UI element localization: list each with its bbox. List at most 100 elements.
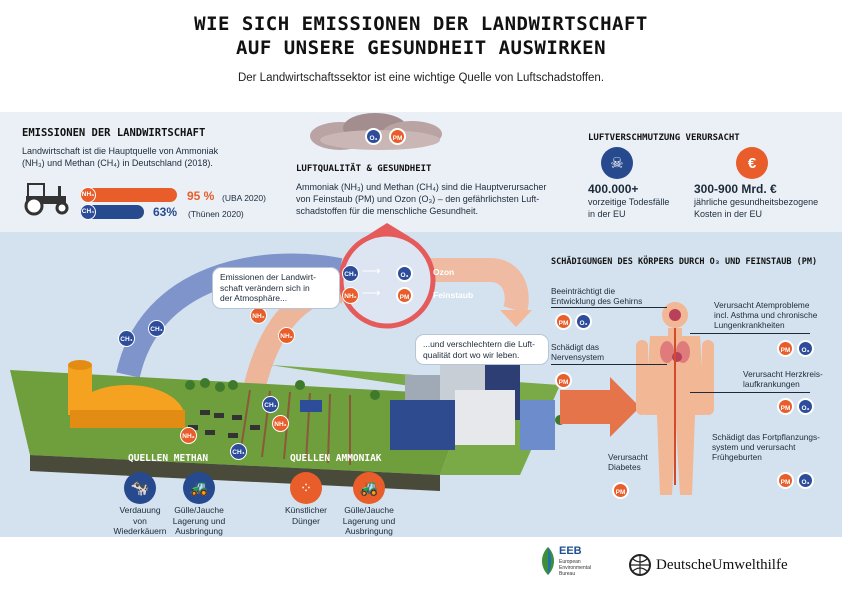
tractor-icon: 🚜 <box>183 472 215 504</box>
damage-reproduction-line-3: Frühgeburten <box>712 452 762 462</box>
title-line-2: AUF UNSERE GESUNDHEIT AUSWIRKEN <box>235 37 607 59</box>
deaths-line-2: in der EU <box>588 209 626 219</box>
sky-ch4-chip-1: CH₄ <box>118 330 135 347</box>
deaths-text: vorzeitige Todesfälle in der EU <box>588 196 669 220</box>
eeb-line-3: Bureau <box>559 571 576 577</box>
nh3-bar <box>80 188 177 202</box>
damage-heart: Verursacht Herzkreis- laufkrankungen <box>743 369 823 389</box>
ch4-percent: 63% <box>153 205 178 219</box>
damage-nerves-line-2: Nervensystem <box>551 352 605 362</box>
o3-chip: O₃ <box>575 313 592 330</box>
atmosphere-callout-line-1: Emissionen der Landwirt- <box>220 272 316 282</box>
cloud-pm-chip: PM <box>389 128 406 145</box>
damage-diabetes-line-1: Verursacht <box>608 452 648 462</box>
methane-arc <box>116 253 343 378</box>
damage-lungs-leader <box>690 333 810 334</box>
ch4-chip: CH₄ <box>80 204 96 220</box>
eeb-logo-icon <box>542 547 554 575</box>
damage-reproduction: Schädigt das Fortpflanzungs- system und … <box>712 432 820 462</box>
damage-diabetes-line-2: Diabetes <box>608 462 641 472</box>
source-fertilizer-line-2: Dünger <box>292 515 320 526</box>
deaths-value: 400.000+ <box>588 182 639 196</box>
eeb-subtitle: European Environmental Bureau <box>559 559 591 577</box>
air-quality-line-1: Ammoniak (NH₃) und Methan (CH₄) sind die… <box>296 182 547 192</box>
ch4-source: (Thünen 2020) <box>188 209 244 219</box>
air-quality-heading: LUFTQUALITÄT & GESUNDHEIT <box>296 164 432 174</box>
cow-icon: 🐄 <box>124 472 156 504</box>
source-digestion-line-2: von <box>133 515 147 526</box>
nh3-source: (UBA 2020) <box>222 193 266 203</box>
damage-nerves-leader <box>551 364 667 365</box>
pm-chip: PM <box>612 482 629 499</box>
title-line-1: WIE SICH EMISSIONEN DER LANDWIRTSCHAFT <box>194 13 648 35</box>
source-manure-ammonia-line-3: Ausbringung <box>345 526 393 536</box>
damage-reproduction-chips: PM O₃ <box>777 472 814 489</box>
sky-nh3-chip-4: NH₃ <box>180 427 197 444</box>
o3-chip: O₃ <box>797 340 814 357</box>
source-digestion-line-1: Verdauung <box>119 505 161 515</box>
emissions-text-line-1: Landwirtschaft ist die Hauptquelle von A… <box>22 146 219 156</box>
damage-heart-chips: PM O₃ <box>777 398 814 415</box>
air-quality-text: Ammoniak (NH₃) und Methan (CH₄) sind die… <box>296 181 556 217</box>
transformation-circle <box>338 231 436 329</box>
source-manure-methane-line-2: Lagerung und <box>172 515 226 526</box>
damage-lungs: Verursacht Atemprobleme incl. Asthma und… <box>714 300 817 330</box>
damage-heading: SCHÄDIGUNGEN DES KÖRPERS DURCH O₃ UND FE… <box>551 257 818 267</box>
sky-nh3-chip-3: NH₃ <box>272 415 289 432</box>
duh-logo-icon <box>629 554 651 576</box>
transform-pm-label: Feinstaub <box>433 290 474 300</box>
atmosphere-callout-line-3: der Atmosphäre... <box>220 293 288 303</box>
o3-chip: O₃ <box>797 398 814 415</box>
tractor-icon: 🚜 <box>353 472 385 504</box>
deaths-line-1: vorzeitige Todesfälle <box>588 197 670 207</box>
atmosphere-callout-line-2: schaft verändern sich in <box>220 282 310 293</box>
ammonia-sources-label: QUELLEN AMMONIAK <box>290 453 382 464</box>
damage-brain-line-1: Beeinträchtigt die <box>551 286 616 296</box>
source-manure-ammonia-line-1: Gülle/Jauche <box>344 505 394 515</box>
pm-chip: PM <box>555 313 572 330</box>
source-fertilizer-line-1: Künstlicher <box>284 505 328 515</box>
arrow-to-body <box>560 377 640 437</box>
costs-text: jährliche gesundheitsbezogene Kosten in … <box>694 196 818 220</box>
pm-chip: PM <box>555 372 572 389</box>
euro-icon: € <box>736 147 768 179</box>
damage-reproduction-line-1: Schädigt das Fortpflanzungs- <box>712 432 820 442</box>
emissions-text: Landwirtschaft ist die Hauptquelle von A… <box>22 145 218 169</box>
eeb-line-1: European <box>559 559 581 565</box>
pollution-heading: LUFTVERSCHMUTZUNG VERURSACHT <box>588 133 740 143</box>
barn <box>68 360 185 428</box>
transform-pm-chip: PM <box>396 287 413 304</box>
damage-reproduction-line-2: system und verursacht <box>712 442 796 452</box>
city-callout-line-1: ...und verschlechtern die Luft- <box>423 339 535 349</box>
atmosphere-callout: Emissionen der Landwirt- schaft veränder… <box>213 268 339 308</box>
damage-nerves: Schädigt das Nervensystem <box>551 342 604 362</box>
damage-lungs-line-3: Lungenkrankheiten <box>714 320 785 330</box>
damage-lungs-chips: PM O₃ <box>777 340 814 357</box>
damage-diabetes-chips: PM <box>612 482 629 499</box>
damage-heart-leader <box>690 392 810 393</box>
source-manure-methane-line-3: Ausbringung <box>175 526 223 536</box>
source-manure-methane-label: Gülle/Jauche Lagerung und Ausbringung <box>159 505 239 537</box>
eeb-line-2: Environmental <box>559 565 591 571</box>
damage-nerves-chips: PM <box>555 372 572 389</box>
page-subtitle: Der Landwirtschaftssektor ist eine wicht… <box>237 72 605 84</box>
farm-house <box>300 400 322 412</box>
damage-lungs-line-1: Verursacht Atemprobleme <box>714 300 810 310</box>
transform-ozone-label: Ozon <box>433 267 455 277</box>
city-callout-line-2: qualität dort wo wir leben. <box>423 349 520 360</box>
air-quality-line-3: schadstoffen für die menschliche Gesundh… <box>296 206 478 216</box>
source-manure-methane-line-1: Gülle/Jauche <box>174 505 224 515</box>
damage-brain-chips: PM O₃ <box>555 313 592 330</box>
nh3-bar-track <box>80 188 182 202</box>
transform-ch4-chip: CH₄ <box>342 265 359 282</box>
ch4-bar <box>80 205 145 219</box>
ch4-bar-track <box>80 205 182 219</box>
transform-nh3-chip: NH₃ <box>342 287 359 304</box>
sky-nh3-chip-2: NH₃ <box>278 327 295 344</box>
costs-line-2: Kosten in der EU <box>694 209 763 219</box>
source-manure-ammonia-line-2: Lagerung und <box>342 515 396 526</box>
tractor-icon <box>24 183 69 216</box>
city-callout: ...und verschlechtern die Luft- qualität… <box>416 335 548 364</box>
nh3-chip: NH₃ <box>80 187 96 203</box>
methane-sources-label: QUELLEN METHAN <box>128 453 209 464</box>
